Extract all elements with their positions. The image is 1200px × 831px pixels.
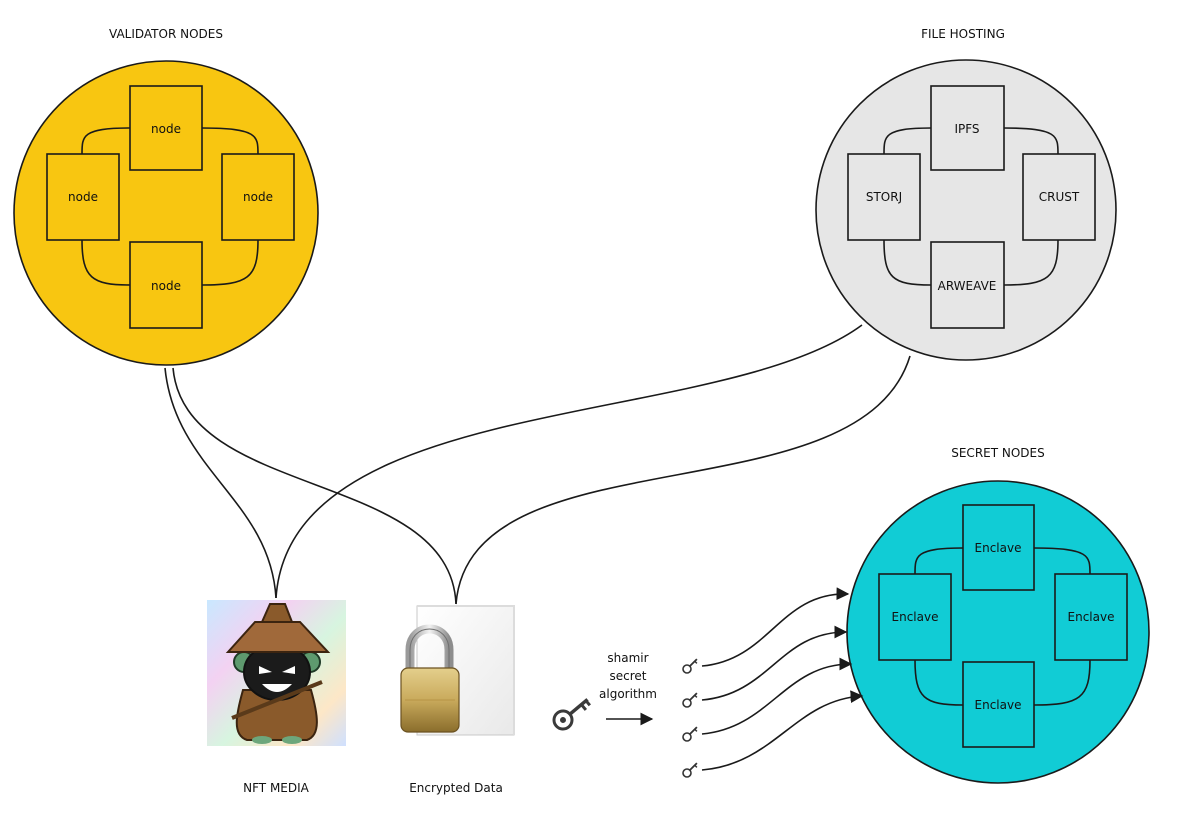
validator-node-bottom-label: node <box>151 279 181 293</box>
file-hosting-cluster-title: FILE HOSTING <box>921 27 1005 41</box>
shamir-line-3: algorithm <box>599 687 657 701</box>
validator-node-right <box>221 153 295 241</box>
validator-node-left <box>46 153 120 241</box>
file-hosting-node-storj-label: STORJ <box>866 190 902 204</box>
validator-node-bottom <box>129 241 203 329</box>
secret-cluster-title: SECRET NODES <box>951 446 1045 460</box>
validator-cluster: VALIDATOR NODES node node node node <box>13 27 319 366</box>
validator-node-top-label: node <box>151 122 181 136</box>
connection-lines <box>164 324 911 605</box>
small-key-icon <box>682 762 698 778</box>
key-share-2 <box>682 625 848 708</box>
file-hosting-node-crust-label: CRUST <box>1039 190 1080 204</box>
key-share-1 <box>682 587 850 674</box>
key-share-4 <box>682 690 864 778</box>
file-hosting-node-arweave <box>930 241 1005 329</box>
validator-node-left-label: node <box>68 190 98 204</box>
key-share-arrow-1 <box>701 587 850 667</box>
file-hosting-ring-connectors <box>883 127 1059 286</box>
secret-node-bottom-label: Enclave <box>975 698 1022 712</box>
nft-media-label: NFT MEDIA <box>243 781 310 795</box>
validator-cluster-title: VALIDATOR NODES <box>109 27 223 41</box>
hooded-character-icon <box>225 603 331 744</box>
key-share-3 <box>682 657 853 742</box>
shamir-label: shamir secret algorithm <box>599 651 657 701</box>
secret-node-left <box>878 573 952 661</box>
wire-filehosting-to-encrypted <box>455 355 911 605</box>
encrypted-data: Encrypted Data <box>400 605 515 795</box>
secret-node-right <box>1054 573 1128 661</box>
file-hosting-node-arweave-label: ARWEAVE <box>938 279 997 293</box>
file-hosting-node-storj <box>847 153 921 241</box>
validator-circle <box>13 60 319 366</box>
small-key-icon <box>682 692 698 708</box>
shamir-line-2: secret <box>610 669 647 683</box>
file-hosting-cluster: FILE HOSTING IPFS STORJ CRUST ARWEAVE <box>815 27 1117 361</box>
secret-node-bottom <box>962 661 1035 748</box>
secret-node-top <box>962 504 1035 591</box>
shamir-line-1: shamir <box>607 651 648 665</box>
key-icon <box>552 698 591 731</box>
key-share-arrow-4 <box>701 690 864 771</box>
secret-cluster: SECRET NODES Enclave Enclave Enclave Enc… <box>846 446 1150 784</box>
validator-node-top <box>129 85 203 171</box>
encrypted-data-label: Encrypted Data <box>409 781 503 795</box>
key-share-arrow-3 <box>701 657 853 735</box>
wire-validator-to-encrypted <box>172 367 457 605</box>
padlock-icon <box>400 624 460 733</box>
small-key-icon <box>682 726 698 742</box>
validator-node-right-label: node <box>243 190 273 204</box>
secret-node-right-label: Enclave <box>1068 610 1115 624</box>
secret-node-left-label: Enclave <box>892 610 939 624</box>
file-hosting-node-ipfs <box>930 85 1005 171</box>
validator-ring-connectors <box>81 127 259 286</box>
wire-validator-to-nft <box>164 367 277 599</box>
file-hosting-circle <box>815 59 1117 361</box>
file-hosting-node-ipfs-label: IPFS <box>954 122 979 136</box>
file-hosting-node-crust <box>1022 153 1096 241</box>
nft-media: NFT MEDIA <box>207 600 346 795</box>
wire-filehosting-to-nft <box>275 324 863 599</box>
secret-ring-connectors <box>914 547 1091 706</box>
key-share-arrow-2 <box>701 625 848 701</box>
secret-node-top-label: Enclave <box>975 541 1022 555</box>
small-key-icon <box>682 658 698 674</box>
